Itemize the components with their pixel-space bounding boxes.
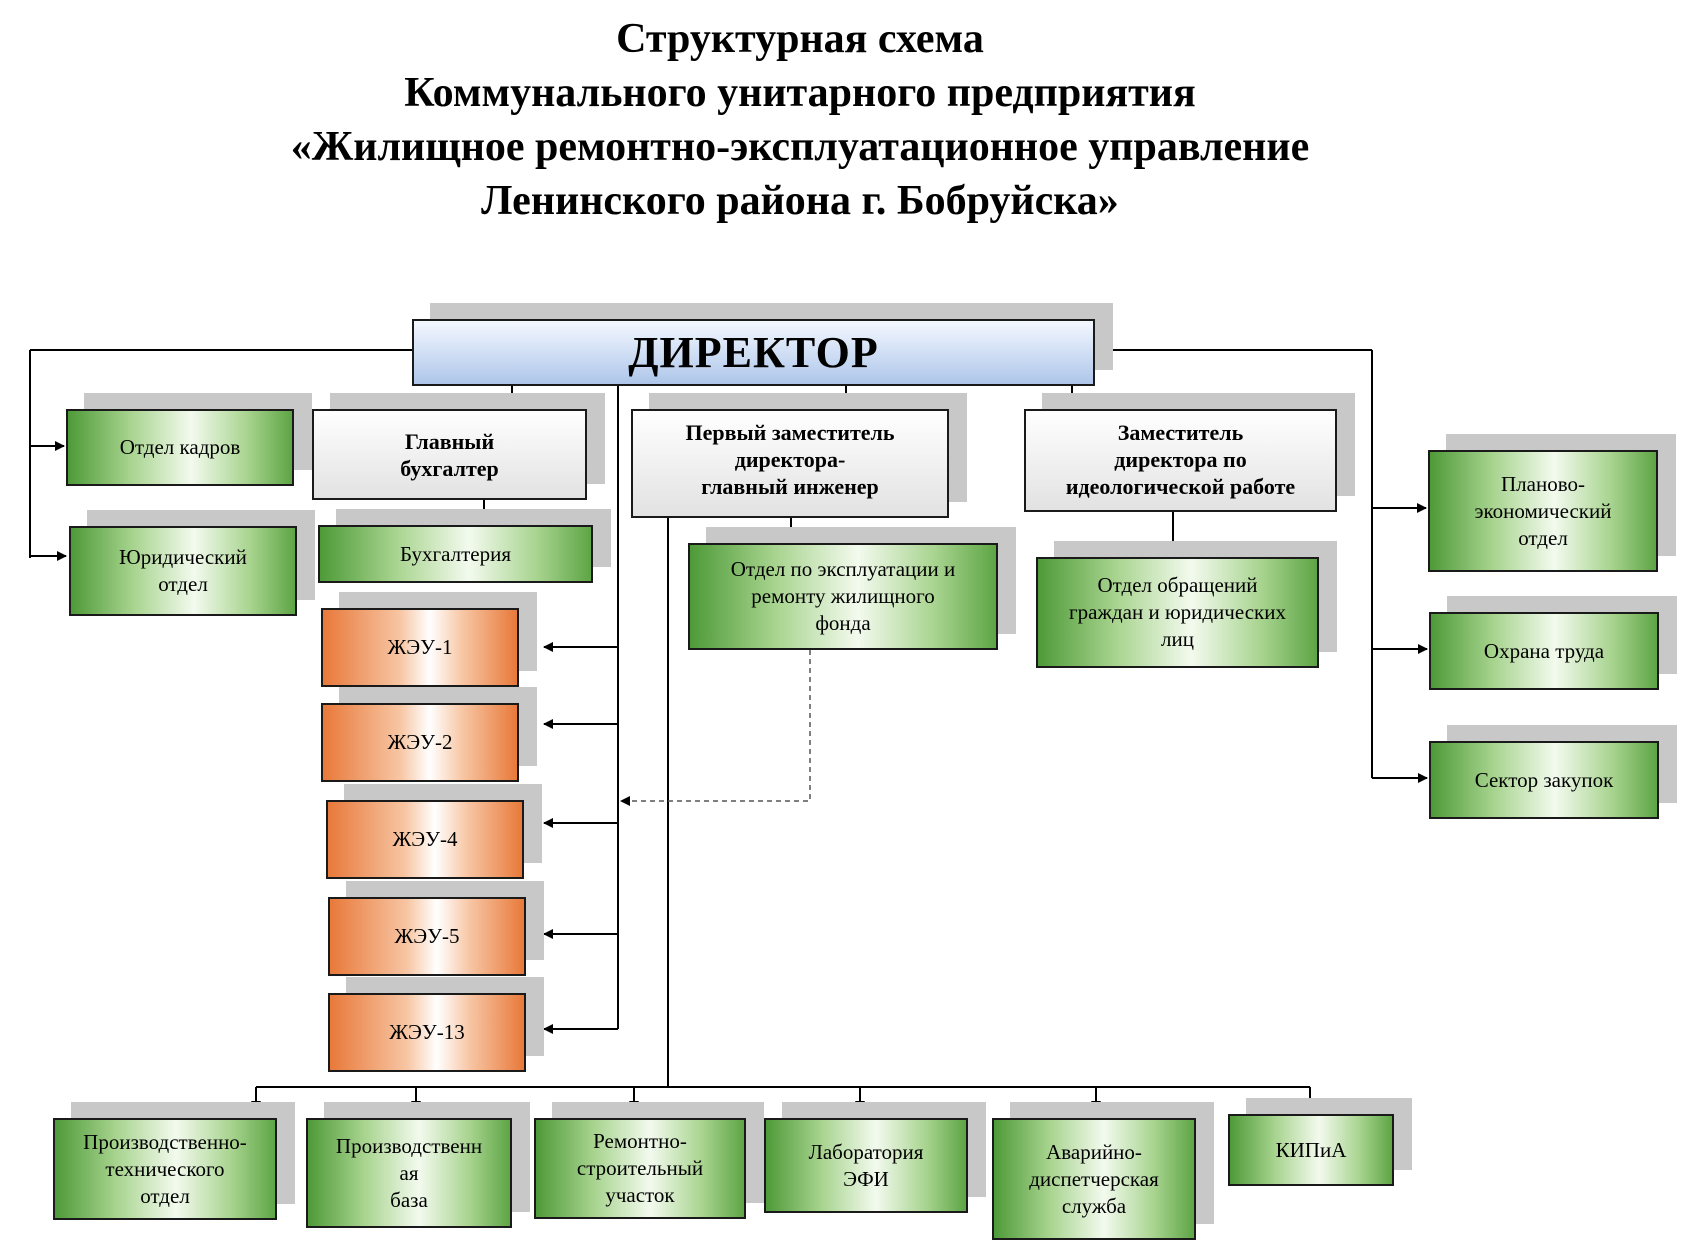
chief-accountant-box: Главный бухгалтер [312,409,587,500]
zheu-13-box: ЖЭУ-13 [328,993,526,1072]
production-technical-department-box: Производственно- технического отдел [53,1118,277,1220]
construction-site-box: Ремонтно- строительный участок [534,1118,746,1219]
efi-laboratory-box: Лаборатория ЭФИ [764,1118,968,1213]
citizens-appeals-box: Отдел обращений граждан и юридических ли… [1036,557,1319,668]
legal-department-box: Юридический отдел [69,526,297,616]
title-line-2: Коммунального унитарного предприятия [404,70,1196,116]
dashed-arrowhead [620,796,630,806]
director-box: ДИРЕКТОР [412,319,1095,386]
accounting-box: Бухгалтерия [318,525,593,583]
zheu-1-box: ЖЭУ-1 [321,608,519,687]
planning-department-box: Планово- экономический отдел [1428,450,1658,572]
procurement-box: Сектор закупок [1429,741,1659,819]
dashed-line-maintenance-to-zheu [630,650,811,802]
title-line-4: Ленинского района г. Бобруйска» [481,178,1119,224]
housing-maintenance-box: Отдел по эксплуатации и ремонту жилищног… [688,543,998,650]
zheu-5-box: ЖЭУ-5 [328,897,526,976]
diagram-title: Структурная схема Коммунального унитарно… [0,12,1600,228]
title-line-1: Структурная схема [616,16,984,62]
zheu-2-box: ЖЭУ-2 [321,703,519,782]
deputy-ideology-box: Заместитель директора по идеологической … [1024,409,1337,512]
hr-department-box: Отдел кадров [66,409,294,486]
production-base-box: Производственн ая база [306,1118,512,1228]
emergency-dispatch-box: Аварийно- диспетчерская служба [992,1118,1196,1240]
title-line-3: «Жилищное ремонтно-эксплуатационное упра… [290,124,1310,170]
zheu-4-box: ЖЭУ-4 [326,800,524,879]
kipia-box: КИПиА [1228,1114,1394,1186]
labor-safety-box: Охрана труда [1429,612,1659,690]
first-deputy-box: Первый заместитель директора- главный ин… [631,409,949,518]
